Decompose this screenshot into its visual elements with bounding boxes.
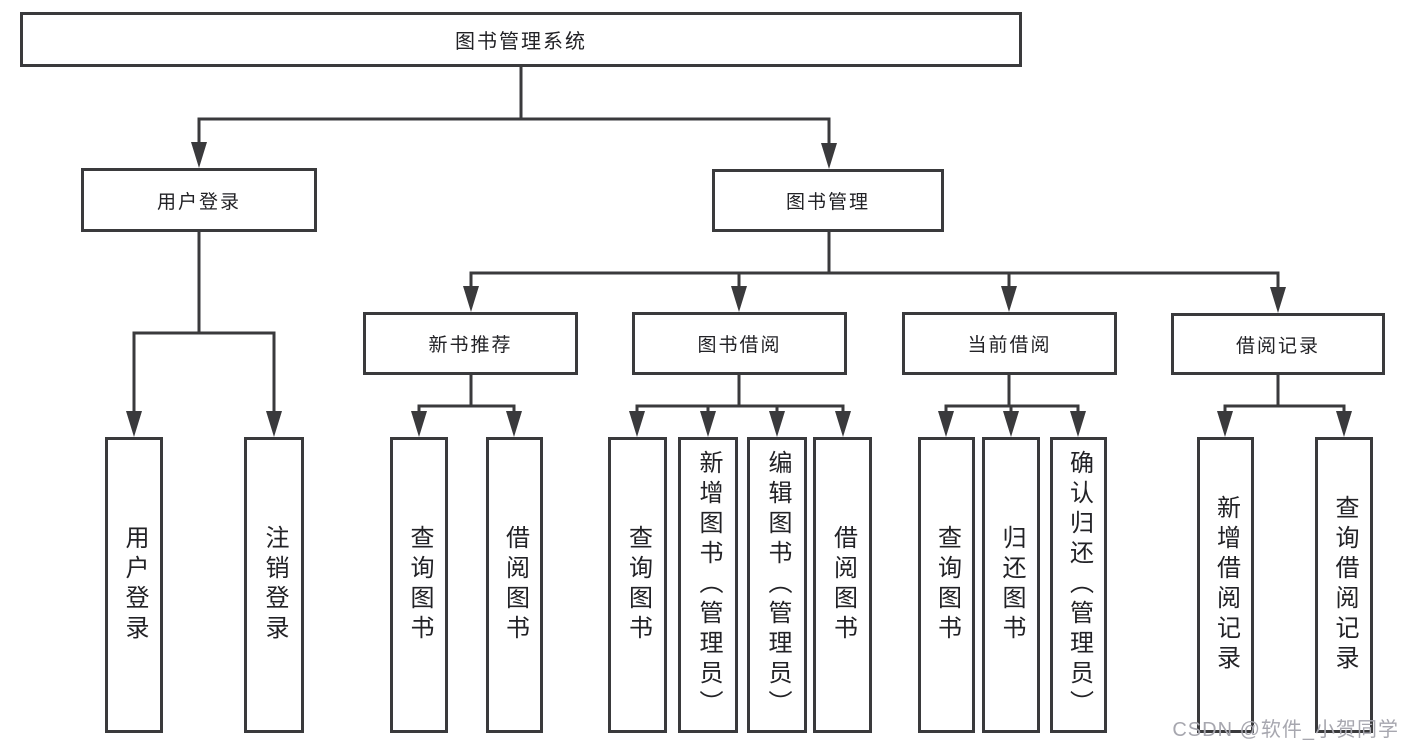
node-leaf-query-book-1-label: 查询图书 xyxy=(406,525,433,645)
node-user-login-label: 用户登录 xyxy=(156,191,241,213)
watermark: CSDN @软件_小贺同学 xyxy=(1172,719,1399,741)
node-new-book-recommend-label: 新书推荐 xyxy=(428,335,513,356)
node-leaf-return-book-label: 归还图书 xyxy=(998,525,1025,645)
node-leaf-return-book: 归还图书 xyxy=(982,437,1040,733)
node-new-book-recommend: 新书推荐 xyxy=(363,312,578,375)
node-user-login: 用户登录 xyxy=(81,168,317,232)
node-leaf-query-book-2: 查询图书 xyxy=(608,437,667,733)
node-leaf-user-login-label: 用户登录 xyxy=(121,525,148,645)
node-root: 图书管理系统 xyxy=(20,12,1022,67)
node-leaf-add-book-admin-label: 新增图书（管理员） xyxy=(695,450,722,720)
node-leaf-borrow-book-1-label: 借阅图书 xyxy=(501,525,529,645)
node-current-borrow-label: 当前借阅 xyxy=(967,335,1052,356)
node-leaf-logout: 注销登录 xyxy=(244,437,304,733)
node-current-borrow: 当前借阅 xyxy=(902,312,1117,375)
node-leaf-logout-label: 注销登录 xyxy=(261,525,288,645)
node-leaf-add-book-admin: 新增图书（管理员） xyxy=(678,437,738,733)
node-leaf-borrow-book-2: 借阅图书 xyxy=(813,437,872,733)
node-borrow-records: 借阅记录 xyxy=(1171,313,1385,375)
node-leaf-query-book-2-label: 查询图书 xyxy=(624,525,652,645)
node-leaf-confirm-return-admin-label: 确认归还（管理员） xyxy=(1065,450,1093,720)
node-leaf-user-login: 用户登录 xyxy=(105,437,163,733)
node-book-management: 图书管理 xyxy=(712,169,944,232)
node-book-borrow-label: 图书借阅 xyxy=(697,335,782,356)
node-leaf-query-book-3-label: 查询图书 xyxy=(933,525,961,645)
node-leaf-query-borrow-record-label: 查询借阅记录 xyxy=(1331,495,1358,675)
node-leaf-query-book-1: 查询图书 xyxy=(390,437,448,733)
node-leaf-query-borrow-record: 查询借阅记录 xyxy=(1315,437,1373,733)
node-leaf-confirm-return-admin: 确认归还（管理员） xyxy=(1050,437,1107,733)
node-leaf-borrow-book-1: 借阅图书 xyxy=(486,437,543,733)
node-book-borrow: 图书借阅 xyxy=(632,312,847,375)
node-borrow-records-label: 借阅记录 xyxy=(1235,335,1320,357)
node-root-label: 图书管理系统 xyxy=(455,31,587,53)
node-leaf-add-borrow-record: 新增借阅记录 xyxy=(1197,437,1254,733)
node-leaf-borrow-book-2-label: 借阅图书 xyxy=(829,525,857,645)
node-leaf-query-book-3: 查询图书 xyxy=(918,437,975,733)
node-leaf-edit-book-admin: 编辑图书（管理员） xyxy=(747,437,807,733)
node-book-management-label: 图书管理 xyxy=(785,192,870,213)
node-leaf-add-borrow-record-label: 新增借阅记录 xyxy=(1212,495,1240,675)
node-leaf-edit-book-admin-label: 编辑图书（管理员） xyxy=(764,450,791,720)
